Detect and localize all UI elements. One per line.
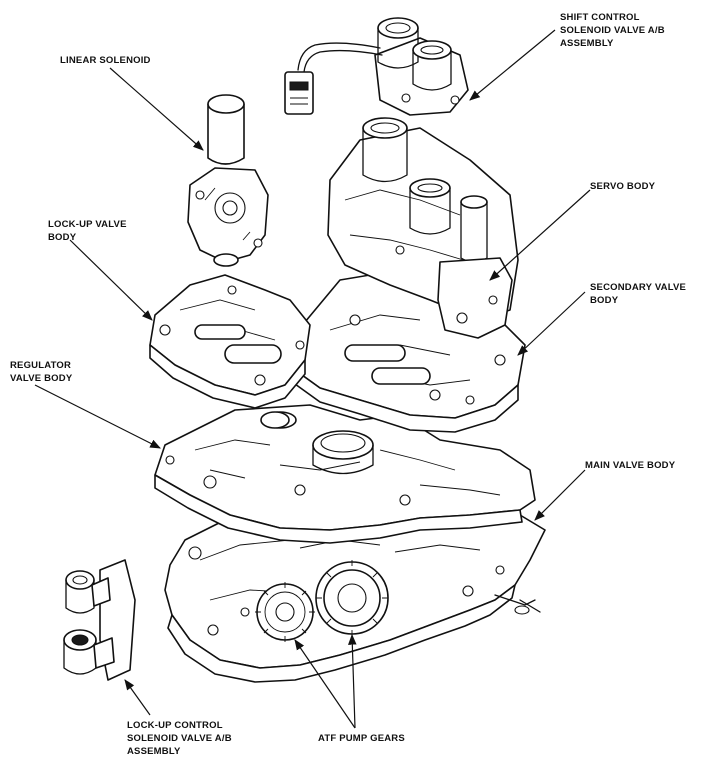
label-regulator-valve-body: REGULATOR VALVE BODY xyxy=(10,360,74,384)
arrow-regulator-valve-body xyxy=(34,384,161,449)
arrow-atf-gear-1 xyxy=(294,639,356,729)
label-lockup-control: LOCK-UP CONTROL SOLENOID VALVE A/B ASSEM… xyxy=(127,720,235,757)
leader-arrows xyxy=(34,29,591,729)
arrow-servo-body xyxy=(489,189,591,281)
linear-solenoid-part xyxy=(187,94,269,267)
lockup-valve-body-part xyxy=(149,274,311,429)
label-servo-body: SERVO BODY xyxy=(590,181,656,192)
label-main-valve-body: MAIN VALVE BODY xyxy=(585,460,676,471)
arrow-shift-control xyxy=(469,29,556,101)
arrow-main-valve-body xyxy=(534,469,586,521)
label-linear-solenoid: LINEAR SOLENOID xyxy=(60,55,151,66)
lockup-control-solenoid-part xyxy=(63,559,136,681)
arrow-atf-gear-2 xyxy=(347,633,357,729)
atf-pump-gears-part xyxy=(255,560,389,642)
shift-control-solenoid-part xyxy=(284,17,469,116)
label-lockup-valve-body: LOCK-UP VALVE BODY xyxy=(48,219,129,243)
label-secondary-valve-body: SECONDARY VALVE BODY xyxy=(590,282,689,306)
label-atf-pump-gears: ATF PUMP GEARS xyxy=(318,733,405,744)
label-shift-control: SHIFT CONTROL SOLENOID VALVE A/B ASSEMBL… xyxy=(560,12,668,49)
arrow-linear-solenoid xyxy=(109,67,204,151)
arrow-secondary-valve-body xyxy=(517,291,586,356)
servo-body-part xyxy=(327,117,519,339)
arrow-lockup-control xyxy=(124,679,151,716)
regulator-valve-body-part xyxy=(154,404,536,544)
arrow-lockup-valve-body xyxy=(69,239,153,321)
